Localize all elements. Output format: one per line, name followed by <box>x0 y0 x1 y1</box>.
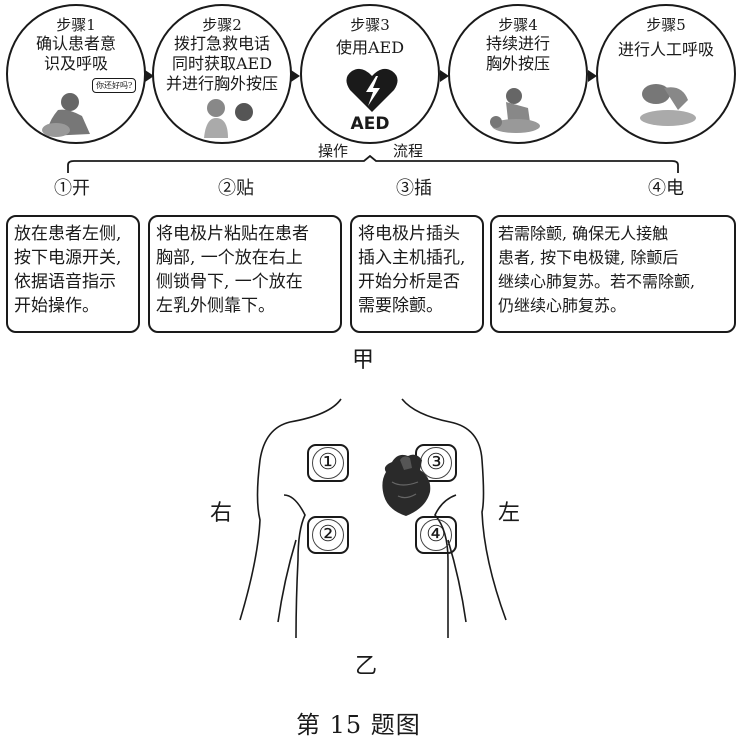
step-2-circle: 步骤2 拨打急救电话 同时获取AED 并进行胸外按压 <box>152 4 292 144</box>
operation-2-box: 将电极片粘贴在患者 胸部, 一个放在右上 侧锁骨下, 一个放在 左乳外侧靠下。 <box>148 215 342 333</box>
step-5-circle: 步骤5 进行人工呼吸 <box>596 4 736 144</box>
operation-3-line-4: 需要除颤。 <box>358 296 443 316</box>
step-4-circle: 步骤4 持续进行 胸外按压 <box>448 4 588 144</box>
step-4-title: 步骤4 <box>498 16 538 34</box>
operation-4-line-1: 若需除颤, 确保无人接触 <box>498 224 669 243</box>
speech-bubble: 你还好吗? <box>92 78 137 93</box>
step-2-line-1: 拨打急救电话 <box>173 34 270 53</box>
step-1-circle: 步骤1 确认患者意 识及呼吸 你还好吗? <box>6 4 146 144</box>
aed-heart-icon <box>346 68 398 112</box>
heart-icon <box>382 454 431 516</box>
step-5-title: 步骤5 <box>646 16 686 34</box>
operation-1-line-2: 按下电源开关, <box>14 248 122 268</box>
arrow-right-icon <box>440 70 449 82</box>
step-2-line-3: 并进行胸外按压 <box>165 74 278 93</box>
figure-b-label: 乙 <box>355 654 378 679</box>
arrow-right-icon <box>588 70 597 82</box>
operation-4-line-2: 患者, 按下电极键, 除颤后 <box>498 248 679 267</box>
aed-label: AED <box>350 114 390 134</box>
rescue-breathing-icon <box>640 84 696 126</box>
step-1-line-2: 识及呼吸 <box>43 54 108 73</box>
pad-1-number: ① <box>312 447 344 479</box>
operation-4-line-3: 继续心肺复苏。若不需除颤, <box>498 272 696 291</box>
step-4-line-2: 胸外按压 <box>485 54 550 73</box>
operation-2-label: ②贴 <box>218 178 254 199</box>
operation-3-line-3: 开始分析是否 <box>358 272 460 292</box>
brace-label-right: 流程 <box>393 142 424 160</box>
operation-1-line-1: 放在患者左侧, <box>14 224 122 244</box>
step-1-line-1: 确认患者意 <box>35 34 116 53</box>
operation-1-line-3: 依据语音指示 <box>14 272 116 292</box>
caller-icon <box>204 99 253 138</box>
pad-4-number: ④ <box>420 519 452 551</box>
brace-line <box>67 155 679 173</box>
operation-2-line-3: 侧锁骨下, 一个放在 <box>156 272 303 292</box>
operation-4-box: 若需除颤, 确保无人接触 患者, 按下电极键, 除颤后 继续心肺复苏。若不需除颤… <box>490 215 736 333</box>
arrow-right-icon <box>291 70 300 82</box>
operation-4-label: ④电 <box>648 178 684 199</box>
step-3-circle: 步骤3 使用AED AED <box>300 4 440 144</box>
step-5-line-1: 进行人工呼吸 <box>617 40 714 59</box>
torso-outline <box>239 398 507 639</box>
chest-compression-icon <box>490 88 540 133</box>
figure-caption: 第 15 题图 <box>296 711 421 739</box>
step-2-title: 步骤2 <box>202 16 242 34</box>
operation-1-label: ①开 <box>54 178 90 199</box>
electrode-pad-4: ④ <box>415 516 457 554</box>
figure-a-label: 甲 <box>352 348 375 373</box>
brace-label-left: 操作 <box>318 142 349 160</box>
left-side-label: 左 <box>498 501 521 526</box>
electrode-pad-1: ① <box>307 444 349 482</box>
step-4-line-1: 持续进行 <box>485 34 550 53</box>
pad-2-number: ② <box>312 519 344 551</box>
operation-1-line-4: 开始操作。 <box>14 296 99 316</box>
right-side-label: 右 <box>210 501 233 526</box>
operation-3-label: ③插 <box>396 178 432 199</box>
operation-3-box: 将电极片插头 插入主机插孔, 开始分析是否 需要除颤。 <box>350 215 484 333</box>
step-3-line-1: 使用AED <box>335 38 405 57</box>
operation-3-line-2: 插入主机插孔, <box>358 248 466 268</box>
operation-1-box: 放在患者左侧, 按下电源开关, 依据语音指示 开始操作。 <box>6 215 140 333</box>
operation-2-line-2: 胸部, 一个放在右上 <box>156 248 303 268</box>
step-1-title: 步骤1 <box>56 16 96 34</box>
operation-2-line-1: 将电极片粘贴在患者 <box>156 224 309 244</box>
operation-4-line-4: 仍继续心肺复苏。 <box>498 296 627 315</box>
rescuer-check-icon <box>42 93 90 137</box>
step-3-title: 步骤3 <box>350 16 390 34</box>
operation-2-line-4: 左乳外侧靠下。 <box>156 296 275 316</box>
arrow-right-icon <box>145 70 154 82</box>
step-2-line-2: 同时获取AED <box>171 54 273 73</box>
operation-3-line-1: 将电极片插头 <box>358 224 460 244</box>
electrode-pad-2: ② <box>307 516 349 554</box>
